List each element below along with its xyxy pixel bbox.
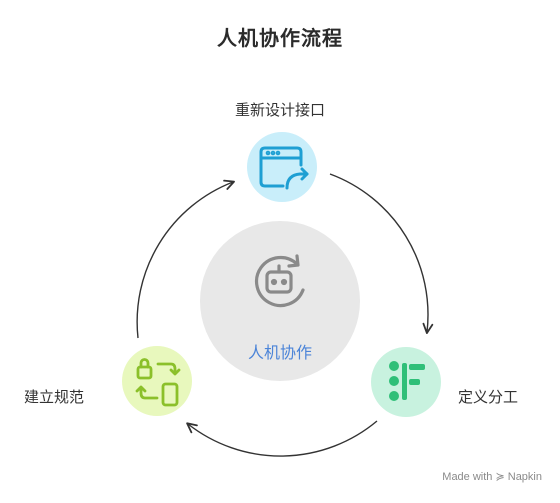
diagram-title: 人机协作流程 <box>217 26 343 50</box>
napkin-brand-text[interactable]: Made with ≽ Napkin <box>442 471 542 483</box>
people-roles-icon <box>389 361 425 401</box>
node-left-circle <box>122 346 192 416</box>
lock-device-exchange-icon <box>135 358 181 407</box>
arrow-left-to-top <box>136 179 235 339</box>
arrow-right-to-left <box>186 420 378 457</box>
node-top-circle <box>247 132 317 202</box>
arrow-top-to-right <box>329 173 434 335</box>
center-circle <box>200 221 360 381</box>
node-left-label: 建立规范 <box>24 388 85 406</box>
node-right-label: 定义分工 <box>458 388 519 406</box>
robot-refresh-icon <box>254 254 305 308</box>
node-top-label: 重新设计接口 <box>234 101 325 119</box>
browser-window-redirect-icon <box>259 146 309 190</box>
center-label: 人机协作 <box>247 343 312 362</box>
